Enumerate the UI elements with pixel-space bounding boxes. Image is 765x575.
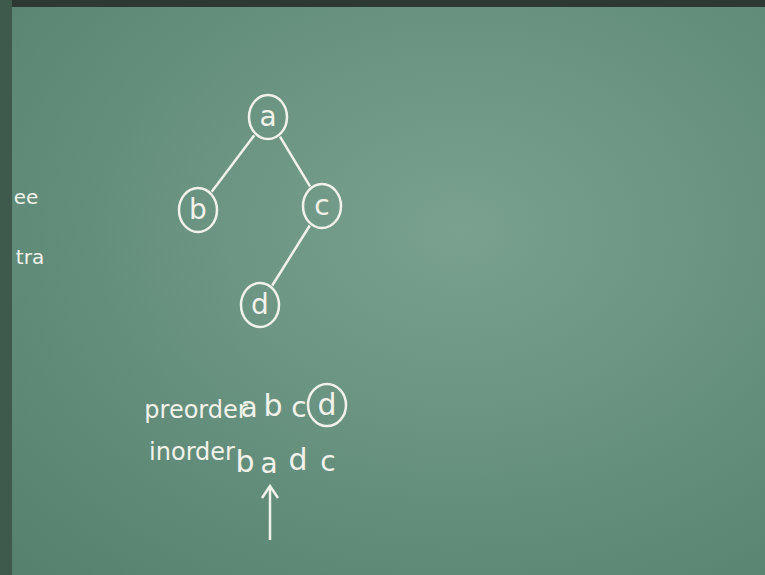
tree-edge (280, 137, 310, 187)
tree-node: b (177, 186, 219, 234)
partial-word: tra (16, 247, 44, 267)
partial-word: ee (14, 187, 39, 207)
board-edge (0, 0, 12, 575)
sequence-letter: d (317, 390, 336, 420)
node-circle (303, 184, 341, 228)
node-circle (249, 95, 287, 139)
tree-node: c (301, 182, 343, 230)
tree-edge (212, 135, 255, 192)
pointer-arrow (269, 488, 272, 540)
tree-node: d (239, 281, 281, 329)
node-letter: b (189, 196, 207, 224)
traversal-name: inorder (149, 440, 235, 464)
sequence-letter: b (235, 447, 254, 477)
sequence-letter: c (291, 394, 306, 422)
tree-edge (272, 226, 310, 286)
sequence-letter: b (263, 391, 282, 421)
pointer-arrow-head (262, 486, 278, 498)
circle-mark (308, 384, 346, 426)
tree-node: a (247, 93, 289, 141)
sequence-letter: a (240, 394, 257, 422)
sequence-letter: c (320, 448, 335, 476)
node-circle (241, 283, 279, 327)
traversal-name: preorder (144, 398, 247, 422)
node-letter: a (259, 103, 276, 131)
node-circle (179, 188, 217, 232)
node-letter: c (314, 192, 329, 220)
board-frame (0, 0, 765, 7)
sequence-letter: a (260, 450, 277, 478)
node-letter: d (251, 291, 269, 319)
sequence-letter: d (288, 445, 307, 475)
